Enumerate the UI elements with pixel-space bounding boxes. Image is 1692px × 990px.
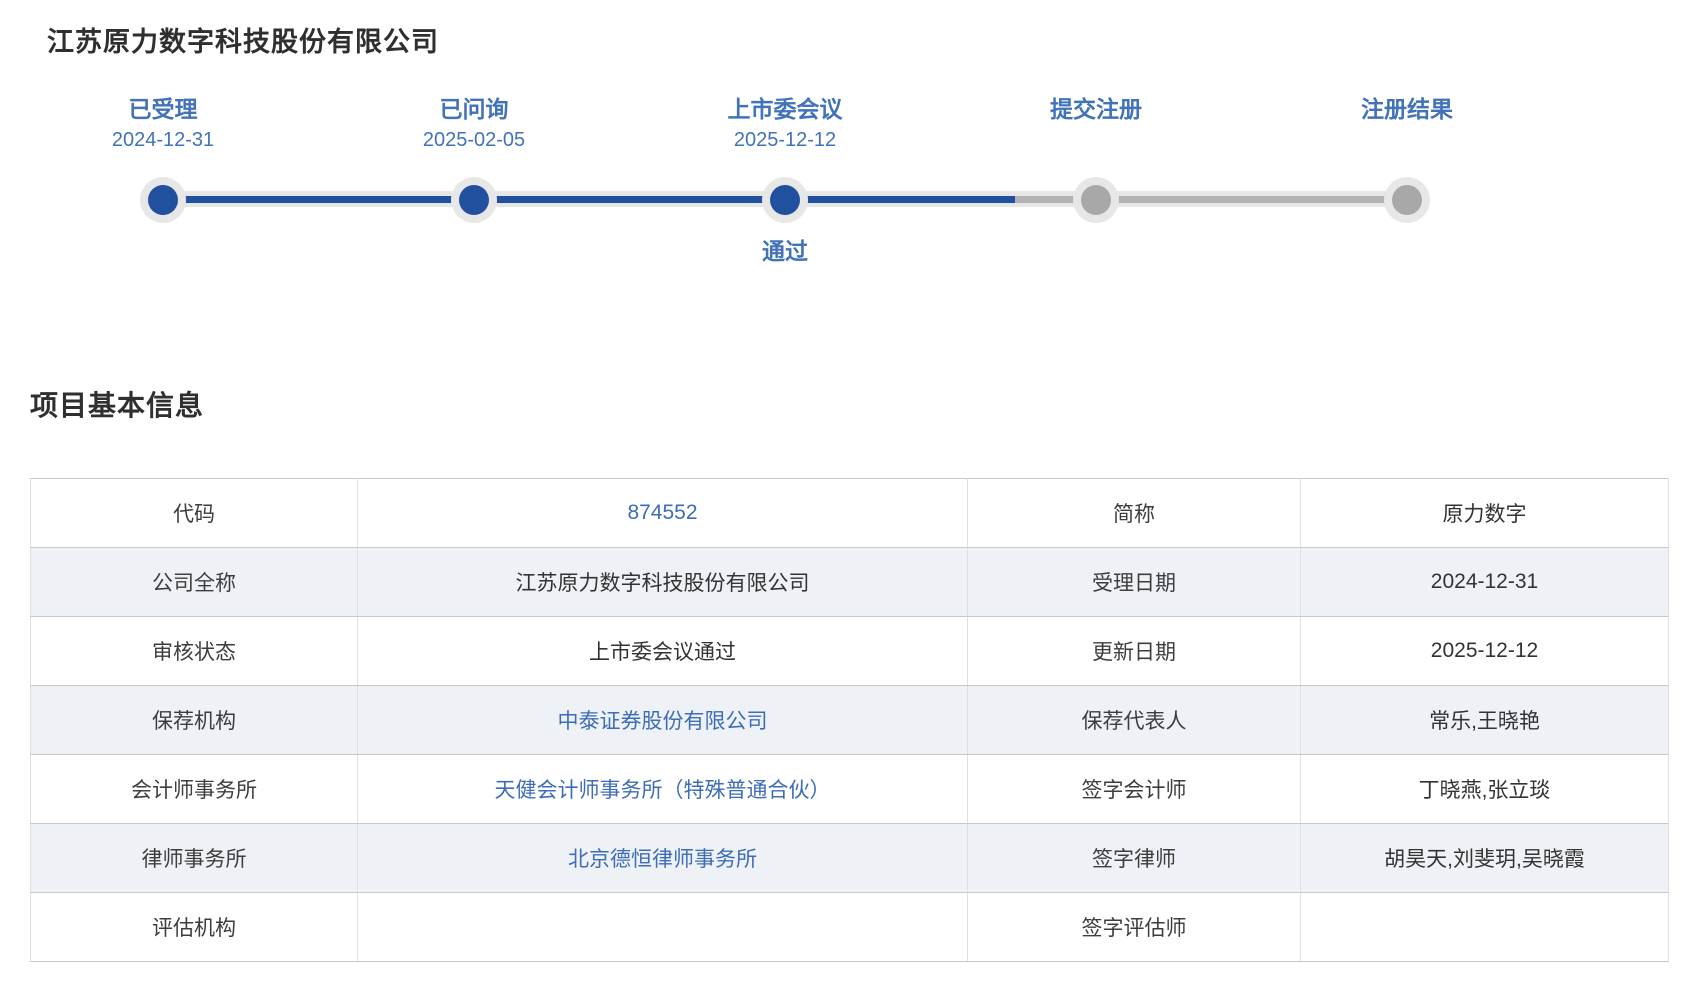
step-label: 已问询	[439, 96, 509, 122]
field-label: 更新日期	[967, 616, 1301, 686]
step-label: 注册结果	[1361, 96, 1453, 122]
timeline-dot-accepted	[148, 185, 178, 215]
timeline-step-submit-registration: 提交注册	[956, 93, 1236, 155]
field-value: 胡昊天,刘斐玥,吴晓霞	[1300, 823, 1669, 893]
step-date: 2025-12-12	[733, 129, 837, 151]
field-value	[357, 892, 968, 962]
timeline-step-accepted: 已受理 2024-12-31	[23, 93, 303, 155]
table-row: 评估机构 签字评估师	[30, 892, 1669, 962]
field-value: 2025-12-12	[1300, 616, 1669, 686]
sponsor-link[interactable]: 中泰证券股份有限公司	[357, 685, 968, 755]
field-label: 保荐机构	[30, 685, 358, 755]
field-value	[1300, 892, 1669, 962]
field-label: 签字评估师	[967, 892, 1301, 962]
law-firm-link[interactable]: 北京德恒律师事务所	[357, 823, 968, 893]
step-date: 2024-12-31	[111, 129, 215, 151]
timeline-step-registration-result: 注册结果	[1267, 93, 1547, 155]
field-value: 江苏原力数字科技股份有限公司	[357, 547, 968, 617]
project-info-table: 代码 874552 简称 原力数字 公司全称 江苏原力数字科技股份有限公司 受理…	[30, 478, 1669, 962]
field-label: 会计师事务所	[30, 754, 358, 824]
field-value: 上市委会议通过	[357, 616, 968, 686]
field-label: 审核状态	[30, 616, 358, 686]
stock-code-link[interactable]: 874552	[357, 478, 968, 548]
table-row: 律师事务所 北京德恒律师事务所 签字律师 胡昊天,刘斐玥,吴晓霞	[30, 823, 1669, 893]
section-title: 项目基本信息	[30, 390, 205, 421]
committee-result-note: 通过	[762, 238, 808, 264]
field-label: 简称	[967, 478, 1301, 548]
step-label: 上市委会议	[727, 96, 843, 122]
step-date	[956, 125, 1236, 155]
timeline-dot-inquired	[459, 185, 489, 215]
table-row: 会计师事务所 天健会计师事务所（特殊普通合伙） 签字会计师 丁晓燕,张立琰	[30, 754, 1669, 824]
field-value: 丁晓燕,张立琰	[1300, 754, 1669, 824]
step-date: 2025-02-05	[422, 129, 526, 151]
table-row: 保荐机构 中泰证券股份有限公司 保荐代表人 常乐,王晓艳	[30, 685, 1669, 755]
step-label: 已受理	[128, 96, 198, 122]
field-value: 2024-12-31	[1300, 547, 1669, 617]
timeline-step-inquired: 已问询 2025-02-05	[334, 93, 614, 155]
field-label: 评估机构	[30, 892, 358, 962]
table-row: 审核状态 上市委会议通过 更新日期 2025-12-12	[30, 616, 1669, 686]
field-label: 保荐代表人	[967, 685, 1301, 755]
table-row: 公司全称 江苏原力数字科技股份有限公司 受理日期 2024-12-31	[30, 547, 1669, 617]
field-label: 代码	[30, 478, 358, 548]
field-label: 公司全称	[30, 547, 358, 617]
timeline-dot-registration-result	[1392, 185, 1422, 215]
timeline-progress-bar	[163, 196, 1016, 203]
field-label: 受理日期	[967, 547, 1301, 617]
field-value: 原力数字	[1300, 478, 1669, 548]
field-value: 常乐,王晓艳	[1300, 685, 1669, 755]
field-label: 律师事务所	[30, 823, 358, 893]
page-title: 江苏原力数字科技股份有限公司	[47, 27, 439, 57]
review-progress-timeline: 已受理 2024-12-31 已问询 2025-02-05 上市委会议 2025…	[0, 0, 1692, 300]
timeline-dot-committee-meeting	[770, 185, 800, 215]
field-label: 签字律师	[967, 823, 1301, 893]
step-date	[1267, 125, 1547, 155]
accounting-firm-link[interactable]: 天健会计师事务所（特殊普通合伙）	[357, 754, 968, 824]
timeline-step-committee-meeting: 上市委会议 2025-12-12	[645, 93, 925, 155]
timeline-dot-submit-registration	[1081, 185, 1111, 215]
table-row: 代码 874552 简称 原力数字	[30, 478, 1669, 548]
step-label: 提交注册	[1050, 96, 1142, 122]
field-label: 签字会计师	[967, 754, 1301, 824]
